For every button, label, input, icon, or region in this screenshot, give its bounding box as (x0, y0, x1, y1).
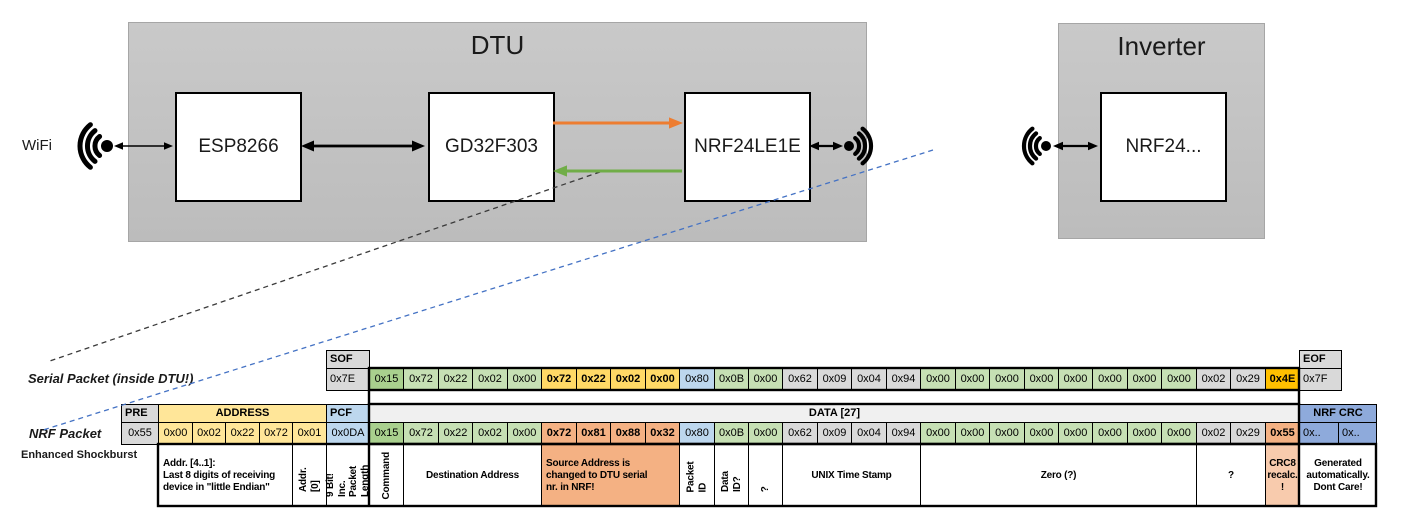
nrf-byte-cell: 0x04 (851, 422, 887, 445)
nrf-byte-cell: 0x22 (438, 422, 473, 445)
serial-byte-cell: 0x72 (541, 368, 577, 391)
nrf-byte-cell: 0x00 (1127, 422, 1162, 445)
annotation-cell: Packet ID (679, 444, 715, 507)
nrf-header-cell: PCF (326, 404, 370, 423)
serial-sof-byte: 0x7E (326, 368, 370, 391)
serial-byte-cell: 0x04 (851, 368, 887, 391)
serial-byte-cell: 0x00 (1058, 368, 1093, 391)
dtu-title: DTU (470, 30, 525, 60)
annotation-cell: Source Address is changed to DTU serial … (541, 444, 680, 507)
nrf-header-cell: ADDRESS (158, 404, 327, 423)
nrf-byte-cell: 0x00 (507, 422, 542, 445)
nrf-byte-cell: 0x62 (782, 422, 818, 445)
nrf-byte-cell: 0x80 (679, 422, 715, 445)
serial-byte-cell: 0x02 (610, 368, 646, 391)
nrf-byte-cell: 0x55 (121, 422, 159, 445)
nrf-byte-cell: 0x81 (576, 422, 611, 445)
nrf-header-cell: PRE (121, 404, 159, 423)
nrf-byte-cell: 0x55 (1265, 422, 1300, 445)
annotation-cell: Addr.[0] (292, 444, 327, 507)
serial-byte-cell: 0x02 (1196, 368, 1231, 391)
annotation-cell: Generated automatically. Dont Care! (1299, 444, 1377, 507)
nrf-byte-cell: 0x09 (817, 422, 852, 445)
nrf-byte-cell: 0x02 (472, 422, 508, 445)
serial-byte-cell: 0x00 (645, 368, 680, 391)
nrf-byte-cell: 0x00 (158, 422, 193, 445)
nrf-byte-cell: 0x00 (920, 422, 956, 445)
nrf-byte-cell: 0x00 (1024, 422, 1059, 445)
nrf-byte-cell: 0x00 (1092, 422, 1128, 445)
annotation-cell: Addr. [4..1]: Last 8 digits of receiving… (158, 444, 293, 507)
inverter-nrf24-box: NRF24... (1100, 92, 1227, 202)
nrf-byte-cell: 0x72 (541, 422, 577, 445)
serial-byte-cell: 0x00 (920, 368, 956, 391)
serial-byte-cell: 0x80 (679, 368, 715, 391)
nrf-byte-cell: 0x94 (886, 422, 921, 445)
nrf-byte-cell: 0x32 (645, 422, 680, 445)
serial-eof-byte: 0x7F (1299, 368, 1342, 391)
serial-byte-cell: 0x22 (576, 368, 611, 391)
annotation-cell: ? (1196, 444, 1266, 507)
nrf-byte-cell: 0x00 (989, 422, 1025, 445)
serial-byte-cell: 0x02 (472, 368, 508, 391)
serial-byte-cell: 0x09 (817, 368, 852, 391)
serial-byte-cell: 0x4E (1265, 368, 1300, 391)
nrf-byte-cell: 0x22 (225, 422, 260, 445)
nrf-byte-cell: 0x72 (259, 422, 293, 445)
nrf-byte-cell: 0x.. (1299, 422, 1339, 445)
annotation-cell: Command (369, 444, 404, 507)
serial-eof-header: EOF (1299, 350, 1342, 369)
serial-byte-cell: 0x00 (1161, 368, 1197, 391)
nrf-byte-cell: 0x02 (1196, 422, 1231, 445)
serial-byte-cell: 0x00 (989, 368, 1025, 391)
nrf-byte-cell: 0x.. (1338, 422, 1377, 445)
serial-byte-cell: 0x00 (955, 368, 990, 391)
annotation-cell: CRC8 recalc. ! (1265, 444, 1300, 507)
serial-byte-cell: 0x62 (782, 368, 818, 391)
serial-byte-cell: 0x72 (403, 368, 439, 391)
serial-byte-cell: 0x00 (507, 368, 542, 391)
annotation-cell: Data ID? (714, 444, 749, 507)
annotation-cell: Destination Address (403, 444, 542, 507)
annotation-cell: UNIX Time Stamp (782, 444, 921, 507)
nrf-byte-cell: 0x00 (1058, 422, 1093, 445)
serial-sof-header: SOF (326, 350, 370, 369)
nrf-byte-cell: 0x00 (955, 422, 990, 445)
inverter-title: Inverter (1117, 31, 1206, 61)
nrf-byte-cell: 0x00 (748, 422, 783, 445)
nrf-header-cell: NRF CRC (1299, 404, 1377, 423)
nrf-byte-cell: 0x01 (292, 422, 327, 445)
serial-byte-cell: 0x00 (748, 368, 783, 391)
enhanced-shockburst-label: Enhanced Shockburst (21, 449, 138, 461)
annotation-cell: Zero (?) (920, 444, 1197, 507)
nrf-byte-cell: 0x02 (192, 422, 226, 445)
serial-byte-cell: 0x00 (1127, 368, 1162, 391)
nrf-byte-cell: 0x0DA (326, 422, 370, 445)
serial-byte-cell: 0x15 (369, 368, 404, 391)
serial-byte-cell: 0x94 (886, 368, 921, 391)
nrf-byte-cell: 0x29 (1230, 422, 1266, 445)
nrf-byte-cell: 0x15 (369, 422, 404, 445)
serial-byte-cell: 0x00 (1092, 368, 1128, 391)
serial-byte-cell: 0x0B (714, 368, 749, 391)
nrf-header-cell: DATA [27] (369, 404, 1300, 423)
nrf-byte-cell: 0x0B (714, 422, 749, 445)
annotation-cell: ? (748, 444, 783, 507)
nrf-byte-cell: 0x72 (403, 422, 439, 445)
serial-byte-cell: 0x22 (438, 368, 473, 391)
serial-byte-cell: 0x29 (1230, 368, 1266, 391)
annotation-cell: 9 Bit! Inc. Packet Length (325, 444, 371, 507)
serial-byte-cell: 0x00 (1024, 368, 1059, 391)
nrf-byte-cell: 0x00 (1161, 422, 1197, 445)
nrf-byte-cell: 0x88 (610, 422, 646, 445)
